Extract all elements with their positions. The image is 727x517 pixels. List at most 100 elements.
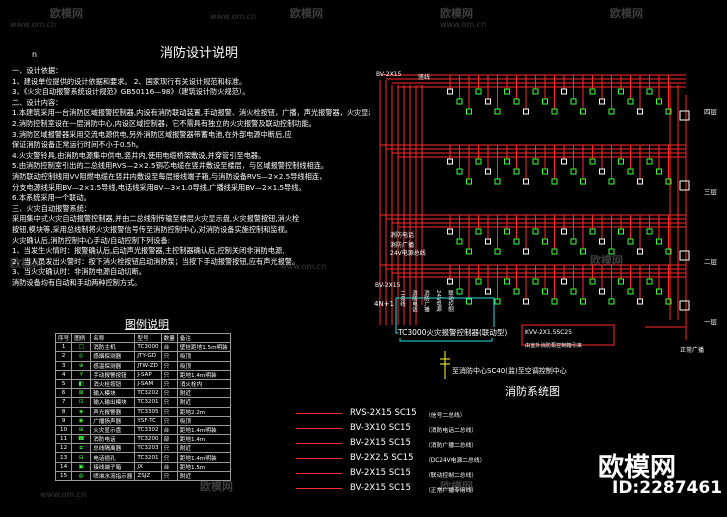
floor-display-panel — [679, 180, 690, 191]
device-symbol — [523, 108, 529, 115]
device-symbol — [561, 88, 567, 95]
controller-note: 4N+1 — [374, 300, 395, 308]
legend-symbol: ⊡ — [71, 397, 92, 408]
cable-spec: RVS-2X15 SC15 — [350, 408, 417, 418]
legend-title: 图例说明 — [125, 318, 169, 331]
cable-legend-line — [296, 488, 342, 489]
watermark-url: www.om.cn — [40, 490, 87, 499]
legend-cell: 消防主机 — [90, 342, 136, 353]
note-line: 2、当人员发出火警时：按下消火栓按钮启动消防泵；当按下手动报警按钮,应有声光报警… — [12, 256, 300, 266]
device-symbol — [608, 178, 615, 185]
watermark-brand: 欧模网 — [10, 257, 43, 270]
controller-column-label: 二总线 — [399, 290, 405, 307]
watermark-brand: 欧模网 — [440, 7, 473, 20]
device-symbol — [608, 108, 615, 115]
device-symbol — [447, 228, 453, 235]
side-label-24v: 24V电源总线 — [390, 250, 426, 257]
device-symbol — [475, 278, 482, 285]
legend-header-cell: 图例 — [71, 332, 92, 344]
legend-cell: 消火栓内 — [176, 378, 231, 390]
legend-symbol: ☎ — [71, 434, 92, 445]
legend-cell: 壁挂距地1.5m明装 — [176, 342, 231, 353]
legend-cell: J-SAM — [134, 378, 162, 390]
page-marker: n — [32, 50, 38, 59]
legend-symbol: ⊕ — [71, 360, 92, 371]
floor-row — [380, 144, 690, 191]
device-symbol — [532, 88, 539, 95]
legend-cell: 9 — [54, 415, 73, 426]
legend-cell: 感温探测器 — [90, 360, 136, 371]
watermark-brand: 欧模网 — [610, 7, 643, 20]
device-symbol — [494, 178, 501, 185]
device-symbol — [551, 298, 558, 305]
device-symbol — [618, 278, 624, 285]
pump-box-note: 由室外消防泵控制箱引来 — [525, 343, 583, 349]
cable-spec: BV-2X15 SC15 — [350, 468, 411, 478]
design-notes: 一、设计依据：1、建设单位提供的设计依据和要求。 2、国家现行有关设计规范和标准… — [12, 66, 370, 288]
device-symbol — [599, 98, 605, 105]
legend-cell: 只 — [160, 415, 178, 426]
legend-cell: 8 — [54, 406, 73, 417]
note-line: 1、当发生火情时：报警确认后,启动声光报警器,主控制器确认后,控制关闭非消防电源… — [12, 246, 285, 256]
legend-symbol: ⧈ — [71, 443, 92, 454]
legend-cell: TC3202 — [134, 388, 162, 399]
device-symbol — [580, 248, 586, 255]
side-label-broadcast: 消防广播 — [390, 242, 415, 249]
device-symbol — [608, 298, 615, 305]
floor-label: 一层 — [704, 318, 717, 326]
device-symbol — [456, 288, 463, 295]
device-symbol — [456, 98, 463, 105]
device-symbol — [513, 238, 520, 245]
legend-cell: JTY-GD — [134, 351, 162, 362]
device-symbol — [494, 248, 501, 255]
cable-spec: BV-2X2.5 SC15 — [350, 453, 414, 463]
legend-symbol: ⊞ — [71, 424, 92, 436]
note-line: 消防联动控制线用VV阻燃电缆在竖井内敷设至每层接线端子箱,与消防设备RVS—2×… — [12, 171, 327, 181]
device-symbol — [561, 228, 567, 235]
device-symbol — [542, 238, 548, 245]
cable-note: （联动控制二总线） — [425, 473, 478, 479]
legend-cell: 接线端子箱 — [90, 461, 136, 472]
device-symbol — [637, 178, 643, 185]
device-symbol — [532, 158, 539, 165]
legend-cell: 只 — [160, 452, 178, 463]
cable-spec: BV-3X10 SC15 — [350, 423, 411, 433]
device-symbol — [485, 98, 491, 105]
note-line: 2.消防控制室设在一层消防中心,内设区域控制器，它不需具有独立的火灾报警及联动控… — [12, 118, 316, 128]
device-symbol — [665, 108, 672, 115]
note-line: 按钮,模块等,采用总线制将火灾报警信号传至消防控制中心,对消防设备实施控制和监视… — [12, 224, 292, 234]
legend-cell: 6 — [54, 388, 73, 399]
device-symbol — [475, 88, 482, 95]
fire-system-diagram — [379, 74, 690, 379]
legend-cell: 只 — [160, 360, 178, 371]
device-symbol — [580, 298, 586, 305]
controller-column-label: 联动控制 — [447, 290, 453, 312]
floor-label: 四层 — [704, 108, 717, 116]
device-symbol — [494, 108, 501, 115]
legend-cell: 输入输出模块 — [90, 397, 136, 408]
device-symbol — [523, 248, 529, 255]
legend-cell: YSF-TC — [134, 415, 162, 426]
legend-cell: 只 — [160, 351, 178, 362]
legend-symbol: □ — [71, 342, 92, 353]
legend-cell: 只 — [160, 378, 178, 390]
note-line: 三、火灾自动报警系统： — [12, 203, 92, 213]
device-symbol — [542, 98, 548, 105]
legend-cell: 手动报警按钮 — [90, 369, 136, 380]
legend-cell: JX — [134, 461, 162, 472]
legend-cell: 总线隔离器 — [90, 443, 136, 454]
device-symbol — [504, 228, 510, 235]
device-symbol — [504, 88, 510, 95]
legend-cell: JTW-ZD — [134, 360, 162, 371]
controller-column-label: 24V电源 — [435, 290, 441, 312]
watermark-url: www.om.cn — [10, 20, 57, 29]
cable-spec: BV-2X15 SC15 — [350, 438, 411, 448]
watermark-url: www.om.cn — [280, 262, 327, 271]
cable-legend-line — [296, 458, 342, 459]
device-symbol — [599, 288, 605, 295]
cable-note: （正常广播专用线） — [425, 488, 478, 494]
controller-label: TC3000火灾报警控制器(联动型) — [398, 327, 508, 338]
device-symbol — [513, 98, 520, 105]
device-symbol — [542, 288, 548, 295]
